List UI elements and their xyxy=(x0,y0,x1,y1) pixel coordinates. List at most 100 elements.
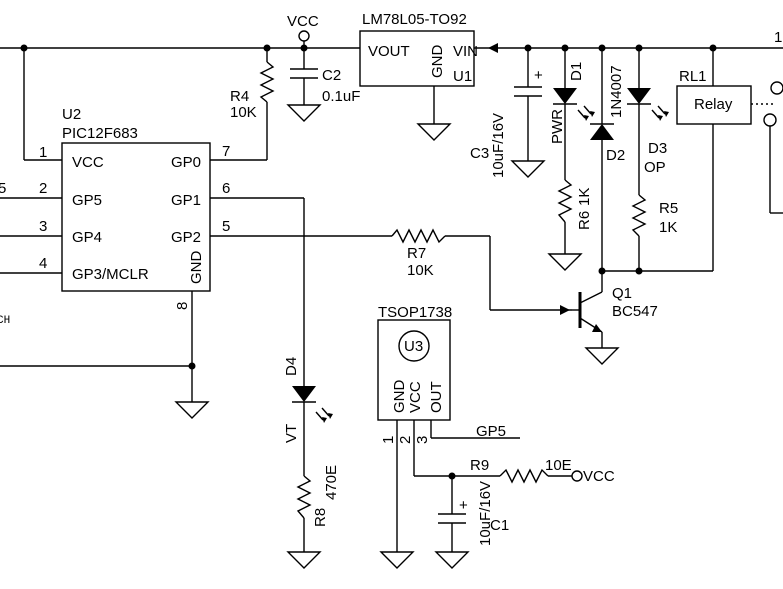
resistor-r4: R4 10K xyxy=(210,48,275,161)
resistor-r6: 1K R6 xyxy=(547,179,593,271)
r9-value: 10E xyxy=(545,457,572,474)
capacitor-c2: C2 0.1uF xyxy=(286,48,360,122)
pin-number-3: 3 xyxy=(39,218,47,235)
c3-value: 10uF/16V xyxy=(490,113,507,178)
ground-symbol xyxy=(510,160,546,178)
vcc-label: VCC xyxy=(287,13,319,30)
tsop-out: OUT xyxy=(428,381,445,413)
tsop-name: TSOP1738 xyxy=(378,304,452,321)
left-stub-label: 5 xyxy=(0,180,6,197)
relay-contact xyxy=(763,113,777,127)
ground-symbol xyxy=(174,401,210,419)
q1-ref: Q1 xyxy=(612,285,632,302)
diode-d2: 1N4007 D2 xyxy=(590,48,625,292)
ir-receiver-u3: TSOP1738 U3 GND VCC OUT 1 2 3 GP5 xyxy=(377,304,520,569)
d3-ref: D3 xyxy=(648,140,667,157)
c2-ref: C2 xyxy=(322,67,341,84)
switch-fragment-label: CH xyxy=(0,315,10,327)
d2-part: 1N4007 xyxy=(608,65,625,118)
resistor-r5: R5 1K xyxy=(631,194,678,275)
r5-ref: R5 xyxy=(659,200,678,217)
c1-value: 10uF/16V xyxy=(477,481,494,546)
mcu-ref: U2 xyxy=(62,106,81,123)
tsop-ref: U3 xyxy=(404,338,423,355)
tsop-pin-3: 3 xyxy=(414,436,431,444)
ground-symbol xyxy=(434,551,470,569)
rail-label-1: 1 xyxy=(774,29,782,46)
c1-plus: + xyxy=(459,497,468,514)
relay-ref: RL1 xyxy=(679,68,707,85)
transistor-q1: Q1 BC547 xyxy=(572,285,658,365)
regulator-vout: VOUT xyxy=(368,43,410,60)
resistor-r7: R7 10K xyxy=(210,228,572,315)
r7-value: 10K xyxy=(407,262,434,279)
r8-value: 470E xyxy=(323,465,340,500)
c2-value: 0.1uF xyxy=(322,88,360,105)
pin-number-2: 2 xyxy=(39,180,47,197)
mcu-pin-gp0: GP0 xyxy=(171,154,201,171)
capacitor-c3: + C3 10uF/16V xyxy=(470,48,546,178)
relay-contact xyxy=(770,81,783,95)
mcu-pin-gp1: GP1 xyxy=(171,192,201,209)
top-rail: 1 xyxy=(0,29,783,53)
mcu-name: PIC12F683 xyxy=(62,125,138,142)
d3-label: OP xyxy=(644,159,666,176)
c1-ref: C1 xyxy=(490,517,509,534)
r6-ref: R6 xyxy=(576,211,593,230)
mcu-pin-vcc: VCC xyxy=(72,154,104,171)
pin-number-5: 5 xyxy=(222,218,230,235)
led-d1: D1 PWR xyxy=(549,48,595,180)
resistor-r8: 470E R8 xyxy=(286,465,340,569)
ground-symbol xyxy=(584,347,620,365)
mcu-u2: U2 PIC12F683 VCC GP5 GP4 GP3/MCLR GP0 GP… xyxy=(0,48,230,419)
r9-vcc-label: VCC xyxy=(583,468,615,485)
tsop-pin-1: 1 xyxy=(380,436,397,444)
q1-part: BC547 xyxy=(612,303,658,320)
regulator-name: LM78L05-TO92 xyxy=(362,11,467,28)
ground-symbol xyxy=(379,551,415,569)
mcu-pin-gp4: GP4 xyxy=(72,229,102,246)
r4-ref: R4 xyxy=(230,88,249,105)
relay-rl1: RL1 Relay xyxy=(602,48,783,272)
tsop-vcc: VCC xyxy=(407,381,424,413)
d4-label: VT xyxy=(283,424,300,443)
ground-symbol xyxy=(286,104,322,122)
pin-number-6: 6 xyxy=(222,180,230,197)
r8-ref: R8 xyxy=(312,508,329,527)
pin-number-8: 8 xyxy=(174,302,191,310)
led-d4: D4 VT xyxy=(210,197,333,476)
c3-ref: C3 xyxy=(470,145,489,162)
regulator-vin: VIN xyxy=(453,43,478,60)
ground-symbol xyxy=(416,123,452,141)
capacitor-c1: + 10uF/16V C1 xyxy=(434,476,509,569)
r5-value: 1K xyxy=(659,219,677,236)
tsop-net-gp5: GP5 xyxy=(476,423,506,440)
r4-value: 10K xyxy=(230,104,257,121)
regulator-ref: U1 xyxy=(453,68,472,85)
pin-number-4: 4 xyxy=(39,255,47,272)
relay-label: Relay xyxy=(694,96,733,113)
mcu-pin-gnd: GND xyxy=(188,251,205,285)
ground-symbol xyxy=(547,253,583,271)
vcc-terminal xyxy=(571,470,583,482)
mcu-pin-gp3: GP3/MCLR xyxy=(72,266,149,283)
d4-ref: D4 xyxy=(283,357,300,376)
mcu-pin-gp2: GP2 xyxy=(171,229,201,246)
pin-number-7: 7 xyxy=(222,143,230,160)
regulator-gnd: GND xyxy=(429,45,446,79)
r6-value: 1K xyxy=(576,188,593,206)
d1-ref: D1 xyxy=(568,62,585,81)
ground-symbol xyxy=(286,551,322,569)
junction-dot xyxy=(188,362,196,370)
resistor-r9: R9 10E VCC xyxy=(414,457,615,485)
c3-plus: + xyxy=(534,67,543,84)
led-d3: D3 OP xyxy=(627,48,669,195)
pin-number-1: 1 xyxy=(39,144,47,161)
r7-ref: R7 xyxy=(407,245,426,262)
tsop-gnd: GND xyxy=(391,380,408,414)
d2-ref: D2 xyxy=(606,147,625,164)
d1-label: PWR xyxy=(549,109,566,144)
regulator-u1: LM78L05-TO92 VOUT VIN U1 GND xyxy=(359,11,478,141)
mcu-pin-gp5: GP5 xyxy=(72,192,102,209)
